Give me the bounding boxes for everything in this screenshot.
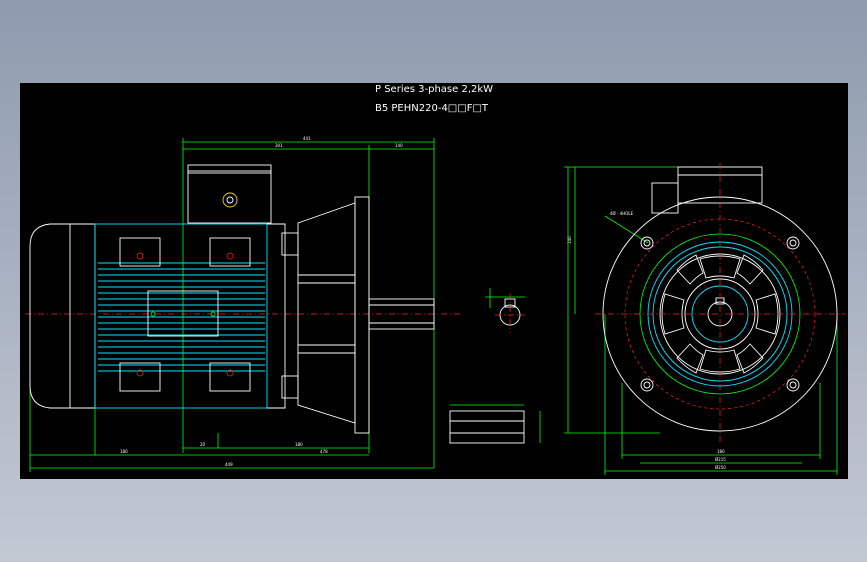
- flange-outer-circle: [602, 196, 838, 432]
- end-shield: [267, 223, 286, 409]
- bolt-hole-bottom-right: [786, 378, 800, 392]
- dim-text-small-gap: 20: [200, 442, 206, 447]
- bolt-hole-top-left: [640, 236, 654, 250]
- dim-text-bottom-total: 449: [225, 462, 233, 467]
- bolt-hole-top-right: [786, 236, 800, 250]
- dim-text-overall-top: 441: [303, 136, 311, 141]
- flange-adapter: [297, 202, 356, 424]
- end-shield-windows: [661, 254, 779, 374]
- cad-drawing: P Series 3-phase 2,2kW B5 PEHN220-4□□F□T…: [25, 84, 845, 475]
- front-cable-gland: [651, 182, 679, 214]
- cable-gland: [222, 192, 238, 208]
- foot-upper-right: [209, 237, 251, 267]
- cad-drawing-canvas: P Series 3-phase 2,2kW B5 PEHN220-4□□F□T…: [20, 83, 848, 479]
- dim-text-top-left: 301: [275, 143, 283, 148]
- dim-text-top-right: 140: [395, 143, 403, 148]
- drawing-title-line2: B5 PEHN220-4□□F□T: [375, 103, 489, 114]
- dim-text-front-bottom-2: Ø215: [715, 457, 726, 462]
- output-shaft: [368, 298, 435, 330]
- foot-lower-right: [209, 362, 251, 392]
- dim-text-flange-span: 180: [295, 442, 303, 447]
- dim-text-front-bottom-1: 180: [717, 449, 725, 454]
- dim-text-bolt-callout: 4Ø - 4HOLE: [610, 211, 634, 216]
- bolt-hole-bottom-left: [640, 378, 654, 392]
- front-view: 140 180 Ø215 Ø250 4Ø - 4HOLE: [564, 163, 845, 475]
- fan-cover: [29, 223, 96, 409]
- dim-text-front-bottom-3: Ø250: [715, 465, 726, 470]
- dim-text-bottom-left: 180: [120, 449, 128, 454]
- nameplate: [147, 290, 219, 337]
- shaft-detail: [449, 288, 541, 444]
- side-view: 441 301 140 180 478 449 20 180: [25, 136, 460, 472]
- foot-lower-left: [119, 362, 161, 392]
- cooling-fins: [98, 262, 265, 372]
- dim-text-front-height: 140: [567, 236, 572, 244]
- dim-text-bottom-mid: 478: [320, 449, 328, 454]
- key-detail: [449, 410, 525, 444]
- drawing-title-line1: P Series 3-phase 2,2kW: [375, 84, 493, 95]
- motor-body: [94, 223, 268, 409]
- flange-plate: [354, 196, 370, 434]
- terminal-box: [187, 170, 272, 224]
- foot-upper-left: [119, 237, 161, 267]
